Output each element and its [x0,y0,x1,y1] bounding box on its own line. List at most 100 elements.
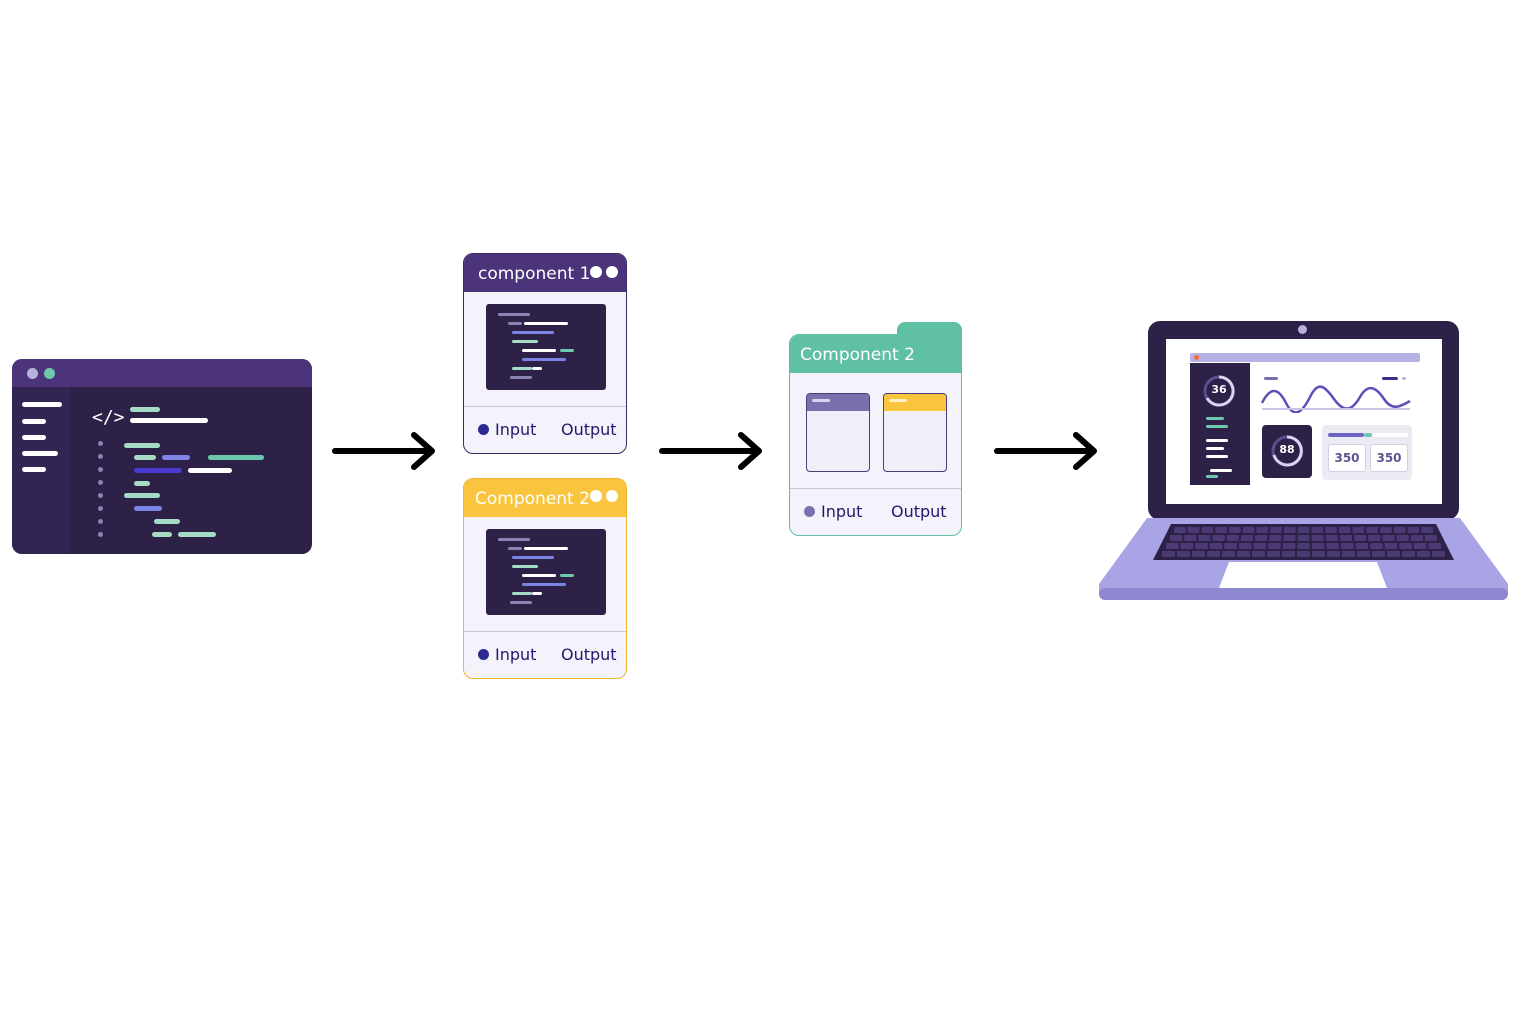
keyboard-key [1207,551,1220,557]
line-chart [1260,385,1411,413]
gauge-ring [1203,375,1235,407]
gauge-value: 36 [1211,383,1227,396]
keyboard-key [1342,551,1355,557]
keyboard-key [1428,543,1441,549]
keyboard-key [1432,551,1445,557]
keyboard-key [1195,543,1208,549]
keyboard-key [1252,551,1265,557]
app-titlebar [1190,353,1420,362]
keyboard-key [1407,527,1420,533]
keyboard-key [1297,535,1310,541]
keyboard-key [1413,543,1427,549]
code-preview [486,529,606,615]
keyboard-key [1402,551,1415,557]
window-dot-icon [44,368,55,379]
keyboard-key [1325,527,1337,533]
keyboard-key [1424,535,1437,541]
keyboard-key [1387,551,1400,557]
gauge-ring [1271,435,1303,467]
keyboard-key [1240,535,1253,541]
panel-preview [806,393,870,472]
window-dot-icon [27,368,38,379]
flow-arrow-icon [332,432,435,470]
keyboard-key [1384,543,1398,549]
keyboard-key [1238,543,1252,549]
keyboard-key [1354,535,1367,541]
keyboard-key [1297,527,1310,533]
keyboard-key [1311,527,1324,533]
keyboard-key [1368,535,1381,541]
window-dot-icon [590,266,602,278]
keyboard-key [1340,543,1354,549]
keyboard-key [1226,535,1239,541]
card-title: component 1 [478,264,591,284]
keyboard-key [1177,551,1190,557]
keyboard-key [1366,527,1378,533]
keyboard-key [1382,535,1395,541]
keyboard-key [1370,543,1383,549]
input-port-icon[interactable] [478,424,489,435]
keyboard-key [1212,535,1225,541]
input-port-icon[interactable] [804,506,815,517]
keyboard-key [1417,551,1430,557]
keyboard-key [1372,551,1385,557]
input-label: Input [821,502,863,521]
stat-value: 350 [1376,451,1402,465]
editor-sidebar [12,387,70,554]
window-dot-icon [606,490,618,502]
keyboard-key [1283,535,1296,541]
keyboard-key [1311,535,1324,541]
keyboard-key [1174,527,1186,533]
keyboard-key [1184,535,1197,541]
laptop-base [1099,518,1508,600]
keyboard-key [1339,535,1353,541]
keyboard-key [1187,527,1200,533]
keyboard-key [1399,543,1412,549]
keyboard-key [1297,543,1310,549]
keyboard-key [1242,527,1255,533]
keyboard-key [1215,527,1227,533]
card-header: Component 2 [790,335,961,373]
keyboard-key [1268,543,1281,549]
keyboard-key [1237,551,1250,557]
keyboard-key [1421,527,1433,533]
keyboard-key [1201,527,1214,533]
code-brackets-icon: </> [92,407,125,428]
card-header: Component 2 [464,479,626,517]
component-card-1[interactable]: component 1 Input Output [463,253,627,454]
keyboard-key [1192,551,1205,557]
keyboard-key [1312,551,1325,557]
keyboard-key [1170,535,1183,541]
code-editor-window: </> [12,359,312,554]
keyboard-key [1352,527,1365,533]
webcam-icon [1298,325,1307,334]
card-title: Component 2 [800,345,915,365]
keyboard-key [1380,527,1392,533]
keyboard-key [1162,551,1175,557]
card-title: Component 2 [475,489,590,509]
metric-tile: 88 [1262,425,1312,478]
output-label: Output [561,645,617,664]
component-card-2-yellow[interactable]: Component 2 Input Output [463,478,627,679]
keyboard-key [1326,543,1339,549]
keyboard-key [1270,527,1282,533]
output-label: Output [561,420,617,439]
keyboard-key [1267,551,1280,557]
stat-box: 350 [1370,444,1408,472]
keyboard-key [1357,551,1370,557]
keyboard-key [1396,535,1409,541]
window-dot-icon [606,266,618,278]
keyboard-key [1282,551,1295,557]
keyboard-key [1254,535,1268,541]
keyboard-key [1198,535,1211,541]
flow-arrow-icon [994,432,1097,470]
keyboard-key [1228,527,1241,533]
component-card-2-teal[interactable]: Component 2 Input Output [789,334,962,536]
keyboard-key [1311,543,1325,549]
output-label: Output [891,502,947,521]
flow-arrow-icon [659,432,762,470]
card-footer: Input Output [464,631,626,678]
keyboard-key [1393,527,1406,533]
keyboard-key [1166,543,1179,549]
input-port-icon[interactable] [478,649,489,660]
